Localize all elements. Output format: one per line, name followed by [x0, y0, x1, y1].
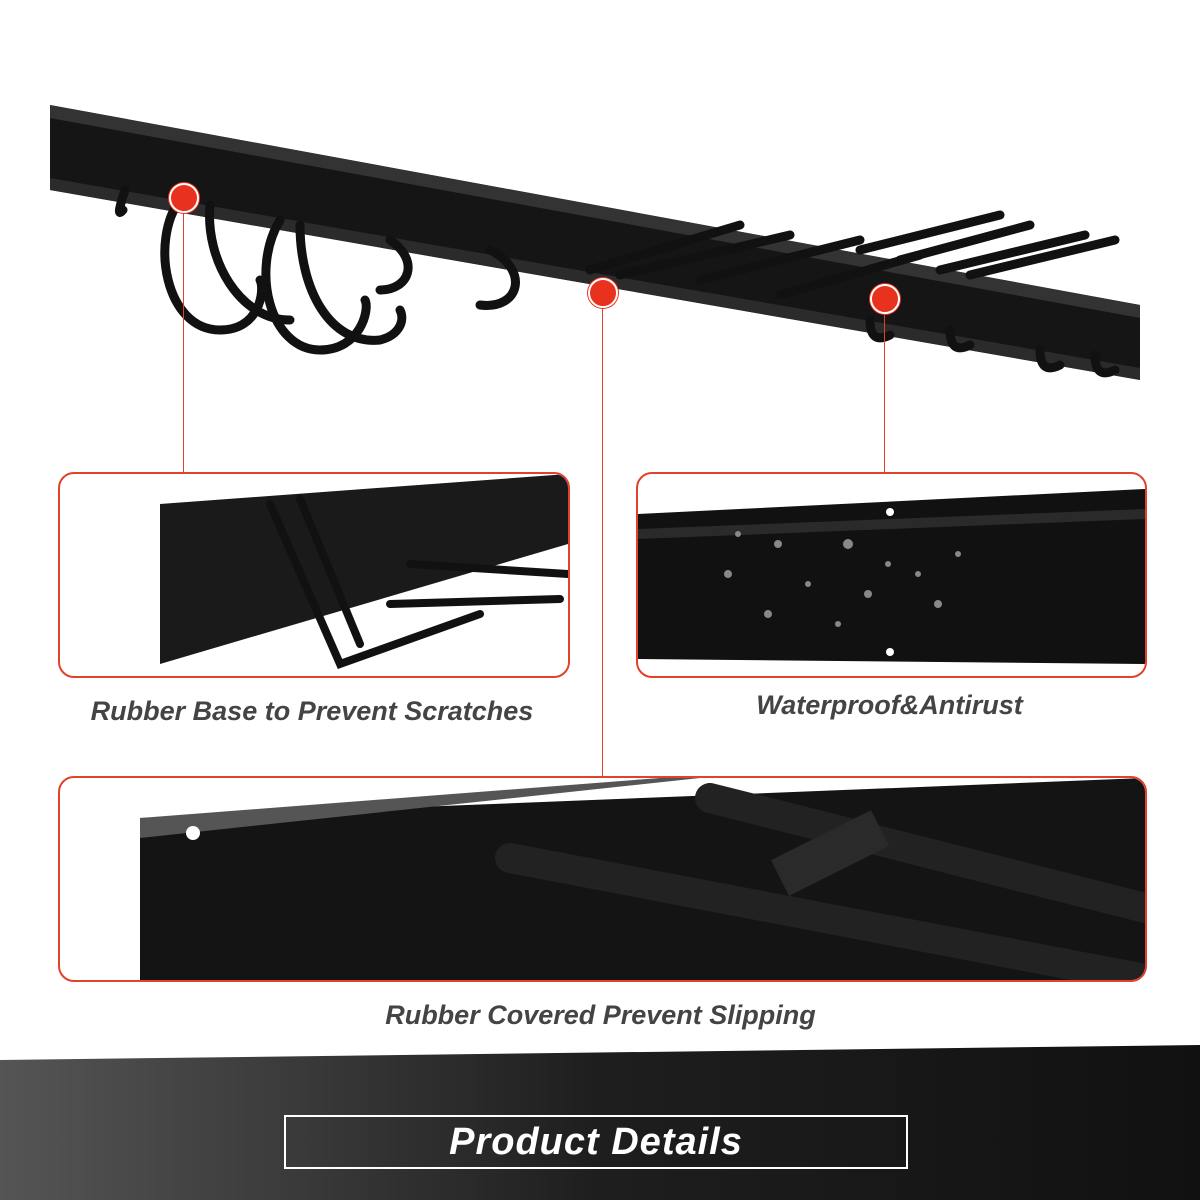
callout-dot-3 — [870, 284, 900, 314]
wall-rail-product-image — [50, 105, 1140, 380]
feature-caption-1: Rubber Base to Prevent Scratches — [90, 696, 534, 726]
connector-line-3 — [884, 298, 885, 472]
feature-caption-3: Rubber Covered Prevent Slipping — [385, 1000, 816, 1030]
feature-image-rubber-covered — [58, 776, 1147, 982]
feature-caption-2: Waterproof&Antirust — [756, 690, 1023, 720]
connector-line-1 — [183, 197, 184, 472]
feature-image-waterproof — [636, 472, 1147, 678]
callout-dot-1 — [169, 183, 199, 213]
bottom-banner-background — [0, 1045, 1200, 1200]
product-details-title-box: Product Details — [284, 1115, 908, 1169]
callout-dot-2 — [588, 278, 618, 308]
product-details-title: Product Details — [449, 1120, 743, 1163]
feature-image-rubber-base — [58, 472, 570, 678]
connector-line-2 — [602, 292, 603, 776]
